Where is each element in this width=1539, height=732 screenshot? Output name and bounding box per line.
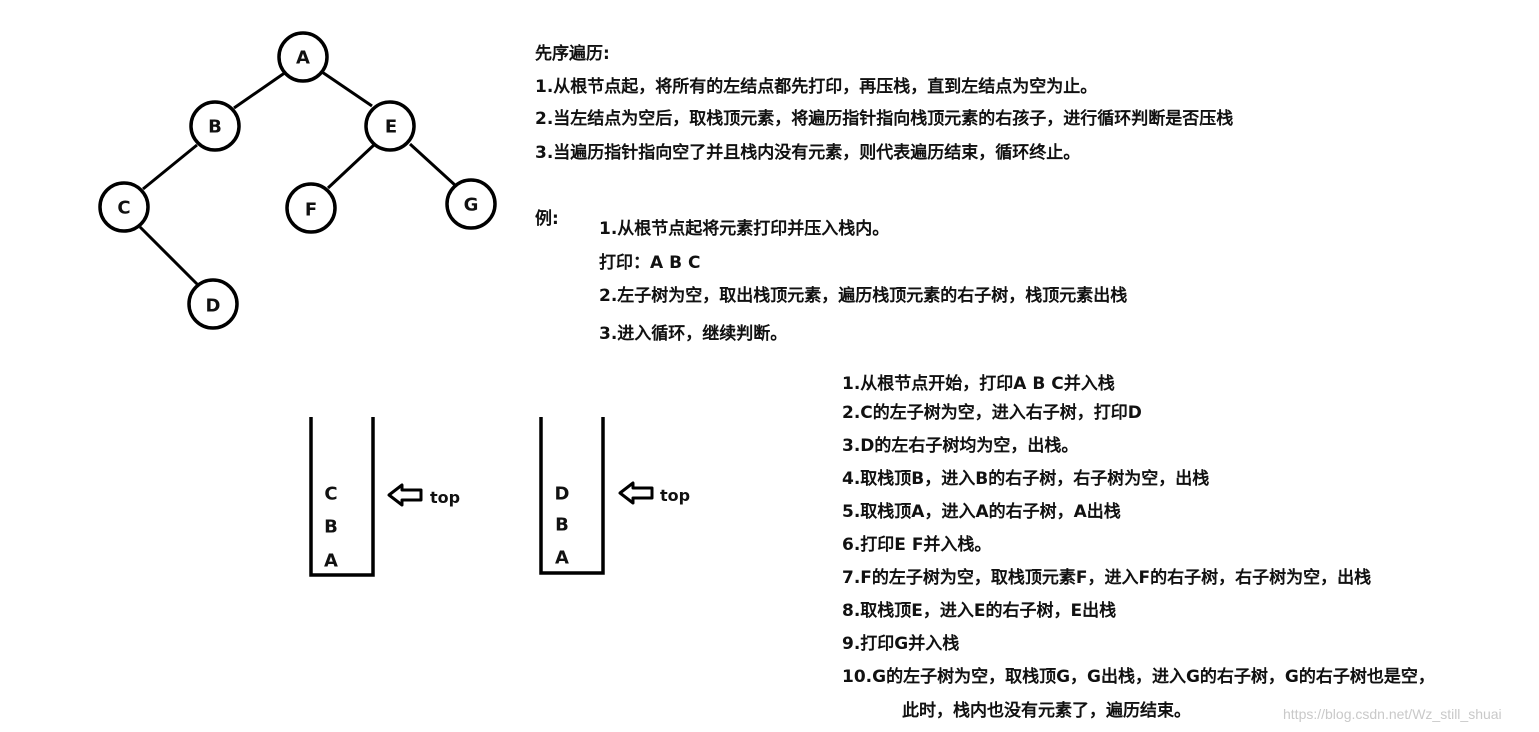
example-step-1: 1.从根节点起将元素打印并压入栈内。 bbox=[599, 219, 890, 239]
node-d-circle bbox=[187, 278, 239, 330]
stack-2-item-bottom: A bbox=[555, 548, 569, 569]
node-a-label: A bbox=[296, 48, 310, 69]
stack-2: D B A top bbox=[539, 417, 690, 575]
stack-2-pointer-arrow-icon bbox=[618, 481, 654, 505]
stack-1-pointer-arrow-icon bbox=[387, 483, 423, 507]
example-step-3: 3.进入循环，继续判断。 bbox=[599, 324, 788, 344]
node-g-label: G bbox=[464, 195, 479, 216]
stack-2-pointer-label: top bbox=[660, 486, 690, 505]
stack-1-pointer-label: top bbox=[430, 488, 460, 507]
description-step-2: 2.当左结点为空后，取栈顶元素，将遍历指针指向栈顶元素的右孩子，进行循环判断是否… bbox=[535, 109, 1234, 129]
node-e-circle bbox=[364, 100, 416, 152]
walkthrough-step-2: 2.C的左子树为空，进入右子树，打印D bbox=[842, 403, 1142, 423]
node-a-circle bbox=[277, 31, 329, 83]
walkthrough-step-8: 8.取栈顶E，进入E的右子树，E出栈 bbox=[842, 601, 1117, 621]
node-b-label: B bbox=[208, 117, 222, 138]
walkthrough-step-3: 3.D的左右子树均为空，出栈。 bbox=[842, 436, 1079, 456]
edge-a-e bbox=[321, 70, 373, 108]
node-b-circle bbox=[189, 100, 241, 152]
walkthrough-step-6: 6.打印E F并入栈。 bbox=[842, 535, 992, 555]
node-g-circle bbox=[445, 178, 497, 230]
edge-a-b bbox=[233, 70, 287, 110]
stack-1-item-middle: B bbox=[324, 517, 338, 538]
stack-1-item-bottom: A bbox=[324, 551, 338, 572]
description-title: 先序遍历: bbox=[535, 44, 610, 64]
walkthrough-step-10: 10.G的左子树为空，取栈顶G，G出栈，进入G的右子树，G的右子树也是空， bbox=[842, 667, 1435, 687]
stack-2-item-middle: B bbox=[555, 515, 569, 536]
stack-2-container bbox=[539, 417, 605, 575]
walkthrough-step-7: 7.F的左子树为空，取栈顶元素F，进入F的右子树，右子树为空，出栈 bbox=[842, 568, 1372, 588]
node-c-label: C bbox=[117, 198, 130, 219]
node-c-circle bbox=[98, 181, 150, 233]
stack-1-item-top: C bbox=[324, 484, 337, 505]
walkthrough-step-10-continued: 此时，栈内也没有元素了，遍历结束。 bbox=[902, 701, 1191, 721]
walkthrough-step-1: 1.从根节点开始，打印A B C并入栈 bbox=[842, 374, 1115, 394]
watermark: https://blog.csdn.net/Wz_still_shuai bbox=[1283, 706, 1502, 722]
tree-nodes bbox=[98, 31, 497, 330]
example-label: 例: bbox=[535, 209, 559, 229]
tree-edges bbox=[138, 70, 458, 287]
node-d-label: D bbox=[206, 296, 221, 317]
stack-2-item-top: D bbox=[555, 484, 570, 505]
edge-e-g bbox=[408, 142, 458, 188]
example-step-2: 2.左子树为空，取出栈顶元素，遍历栈顶元素的右子树，栈顶元素出栈 bbox=[599, 286, 1128, 306]
stack-1: C B A top bbox=[309, 417, 460, 577]
description-step-3: 3.当遍历指针指向空了并且栈内没有元素，则代表遍历结束，循环终止。 bbox=[535, 143, 1081, 163]
description-step-1: 1.从根节点起，将所有的左结点都先打印，再压栈，直到左结点为空为止。 bbox=[535, 77, 1098, 97]
example-print-line: 打印：A B C bbox=[599, 253, 701, 273]
edge-c-d bbox=[138, 225, 200, 287]
node-f-label: F bbox=[305, 200, 317, 221]
walkthrough-step-4: 4.取栈顶B，进入B的右子树，右子树为空，出栈 bbox=[842, 469, 1210, 489]
stack-1-container bbox=[309, 417, 375, 577]
walkthrough-step-5: 5.取栈顶A，进入A的右子树，A出栈 bbox=[842, 502, 1121, 522]
node-f-circle bbox=[285, 182, 337, 234]
node-e-label: E bbox=[385, 117, 397, 138]
walkthrough-step-9: 9.打印G并入栈 bbox=[842, 634, 960, 654]
edge-b-c bbox=[142, 143, 198, 191]
edge-e-f bbox=[326, 142, 377, 190]
